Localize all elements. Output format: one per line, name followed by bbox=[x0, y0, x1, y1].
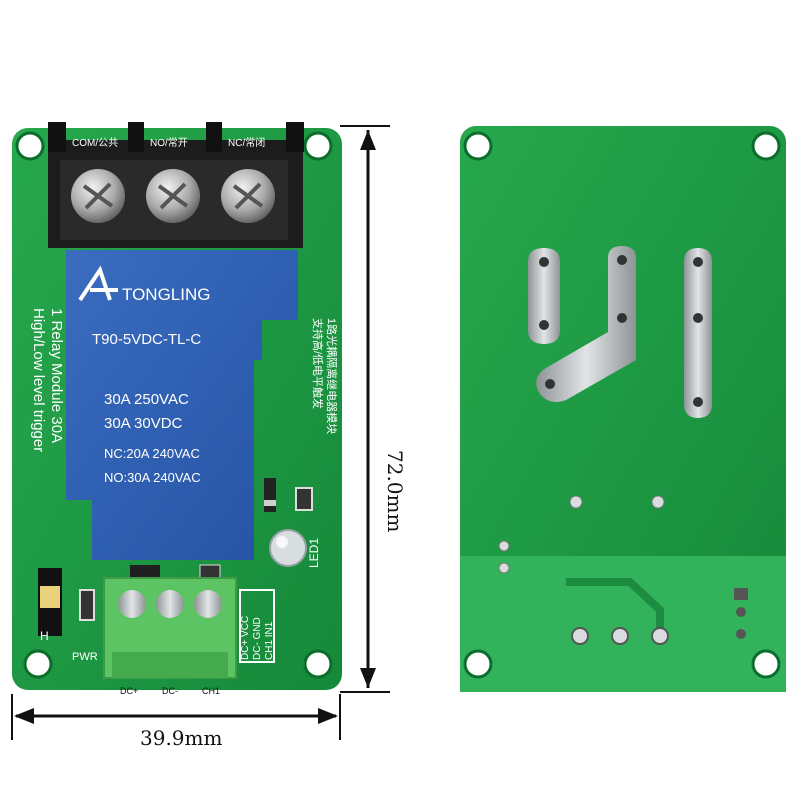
pad-hole bbox=[545, 379, 555, 389]
led-icon bbox=[269, 529, 307, 567]
arrow-left-icon bbox=[14, 708, 34, 724]
relay-no-rating: NO:30A 240VAC bbox=[104, 470, 201, 485]
solder-pad bbox=[536, 246, 636, 402]
tongling-logo-icon bbox=[78, 265, 118, 302]
arrow-right-icon bbox=[318, 708, 338, 724]
arrow-down-icon bbox=[360, 668, 376, 688]
pad-hole bbox=[693, 257, 703, 267]
relay-rating-2: 30A 30VDC bbox=[104, 415, 183, 432]
mount-hole bbox=[463, 649, 493, 679]
bottom-terminal-label-ch1: CH1 bbox=[202, 686, 220, 696]
terminal-divider bbox=[128, 122, 144, 152]
solder-point bbox=[611, 627, 629, 645]
pin-label-gnd: DC- GND bbox=[252, 617, 263, 660]
relay-model: T90-5VDC-TL-C bbox=[92, 331, 201, 348]
solder-point bbox=[571, 627, 589, 645]
diode-band bbox=[264, 500, 276, 506]
width-label: 39.9mm bbox=[140, 726, 222, 750]
pcb-trace bbox=[566, 578, 664, 630]
cn-text-module: 1路光耦隔离继电器模块 bbox=[325, 318, 339, 434]
terminal-label-nc: NC/常闭 bbox=[228, 136, 265, 149]
pad-hole bbox=[539, 320, 549, 330]
header-pad bbox=[736, 629, 746, 639]
pad-hole bbox=[617, 255, 627, 265]
pwr-label: PWR bbox=[72, 651, 98, 663]
header-pad bbox=[736, 607, 746, 617]
led-label: LED1 bbox=[307, 538, 321, 568]
mount-hole bbox=[751, 649, 781, 679]
input-terminal-front bbox=[112, 652, 228, 678]
side-text-module: 1 Relay Module 30A bbox=[48, 308, 65, 443]
smd-resistor bbox=[79, 589, 95, 621]
pin-label-box: DC+ VCC DC- GND CH1 IN1 bbox=[239, 589, 275, 663]
jumper-header[interactable] bbox=[38, 568, 62, 636]
back-pcb-lower-round bbox=[460, 676, 786, 692]
terminal-divider bbox=[48, 122, 66, 152]
input-terminal-block bbox=[103, 577, 237, 679]
width-dimension: 39.9mm bbox=[11, 694, 341, 750]
solder-point bbox=[498, 540, 510, 552]
mount-hole bbox=[751, 131, 781, 161]
side-text-trigger: High/Low level trigger bbox=[30, 308, 47, 452]
bottom-terminal-label-dcminus: DC- bbox=[162, 686, 178, 696]
screw-icon[interactable] bbox=[118, 590, 146, 618]
diode bbox=[264, 478, 276, 512]
screw-icon[interactable] bbox=[194, 590, 222, 618]
mount-hole bbox=[303, 131, 333, 161]
pad-hole bbox=[693, 397, 703, 407]
terminal-divider bbox=[286, 122, 304, 152]
arrow-up-icon bbox=[360, 130, 376, 150]
smd-resistor bbox=[295, 487, 313, 511]
side-text-group: High/Low level trigger 1 Relay Module 30… bbox=[30, 308, 65, 452]
pad-hole bbox=[617, 313, 627, 323]
screw-slot-icon bbox=[82, 182, 114, 210]
cn-text-group: 支持高/低电平触发 1路光耦隔离继电器模块 bbox=[311, 318, 339, 434]
mount-hole bbox=[463, 131, 493, 161]
pad-hole bbox=[693, 313, 703, 323]
jumper-label: H bbox=[40, 629, 49, 643]
solder-point bbox=[651, 627, 669, 645]
solder-point bbox=[498, 562, 510, 574]
power-terminal-block bbox=[48, 122, 304, 248]
solder-pad bbox=[528, 248, 560, 344]
solder-point bbox=[651, 495, 665, 509]
led-highlight bbox=[276, 536, 288, 548]
bottom-terminal-label-dcplus: DC+ bbox=[120, 686, 138, 696]
back-board bbox=[460, 126, 786, 692]
relay-rating-1: 30A 250VAC bbox=[104, 391, 189, 408]
front-board: COM/公共 NO/常开 NC/常闭 TONGLING T90-5VDC-TL-… bbox=[12, 122, 342, 696]
height-label: 72.0mm bbox=[383, 450, 407, 532]
header-pad bbox=[734, 588, 748, 600]
relay: TONGLING T90-5VDC-TL-C 30A 250VAC 30A 30… bbox=[66, 250, 298, 560]
solder-pad bbox=[684, 248, 712, 418]
terminal-label-no: NO/常开 bbox=[150, 136, 188, 149]
smd-resistor bbox=[199, 564, 221, 580]
mount-hole bbox=[23, 649, 53, 679]
terminal-label-com: COM/公共 bbox=[72, 137, 118, 149]
back-pcb-lower bbox=[460, 556, 786, 692]
screw-slot-icon bbox=[157, 182, 189, 210]
mount-hole bbox=[303, 649, 333, 679]
pin-label-in1: CH1 IN1 bbox=[264, 621, 275, 660]
pin-label-vcc: DC+ VCC bbox=[240, 616, 251, 660]
relay-body bbox=[66, 250, 298, 560]
pad-hole bbox=[539, 257, 549, 267]
mount-hole bbox=[15, 131, 45, 161]
screw-slot-icon bbox=[232, 182, 264, 210]
height-dimension: 72.0mm bbox=[340, 125, 407, 693]
relay-nc-rating: NC:20A 240VAC bbox=[104, 446, 200, 461]
solder-point bbox=[569, 495, 583, 509]
screw-icon[interactable] bbox=[156, 590, 184, 618]
terminal-divider bbox=[206, 122, 222, 152]
jumper-cap[interactable] bbox=[40, 586, 60, 608]
pin-label-border bbox=[239, 589, 275, 663]
relay-brand: TONGLING bbox=[122, 285, 210, 304]
cn-text-trigger: 支持高/低电平触发 bbox=[311, 318, 325, 409]
